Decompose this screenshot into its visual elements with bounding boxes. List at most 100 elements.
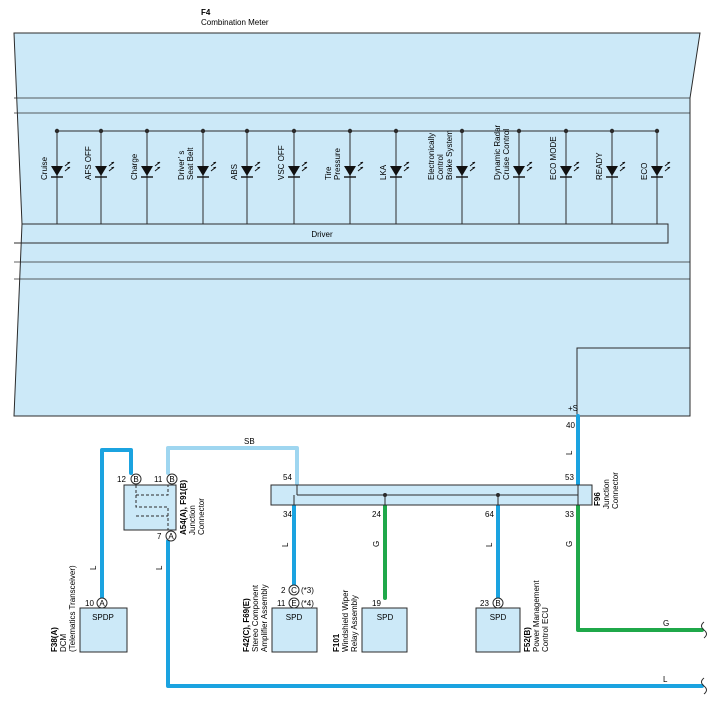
driver-label: Driver [311, 230, 333, 239]
dcm-conn-letter: A [99, 599, 105, 608]
junction-dot [496, 493, 500, 497]
indicator-label: AFS OFF [84, 146, 93, 180]
led-ray-head [406, 162, 409, 164]
dcm-signal: SPDP [92, 613, 114, 622]
wire-sb [166, 446, 299, 487]
f96-pin-b4: 33 [565, 510, 574, 519]
indicator-lamp: LKA [379, 128, 410, 224]
wire-color-l-out: L [663, 675, 668, 684]
connector-b-letter: B [133, 475, 138, 484]
led-icon [560, 166, 572, 176]
wire-color-l-pm: L [485, 542, 494, 547]
led-icon [95, 166, 107, 176]
connector-e-marker [288, 597, 300, 609]
a54-pin-12: 12 [117, 475, 126, 484]
pm-pin: 23 [480, 599, 489, 608]
wire-color-sb: SB [244, 437, 255, 446]
f96-pin-b3: 64 [485, 510, 494, 519]
wire-g-out [576, 503, 704, 632]
dcm-name-1: DCM [59, 633, 68, 652]
wire-color-l-stereo: L [281, 542, 290, 547]
stereo-pin-2: 2 [281, 586, 286, 595]
junction-a54-internal [135, 485, 169, 530]
meter-code: F4 [201, 8, 211, 17]
f96-name-2: Connector [611, 472, 620, 509]
connector-b-letter: B [169, 475, 174, 484]
pm-name-2: Control ECU [541, 607, 550, 652]
led-ray-head [67, 167, 70, 169]
indicator-label: VSC OFF [277, 145, 286, 180]
f96-pin-b1: 34 [283, 510, 292, 519]
dcm-name-2: (Telematics Transceiver) [68, 565, 77, 652]
stereo-pin-11: 11 [277, 599, 286, 608]
indicator-label: Electronically [427, 133, 436, 180]
wire-break-g [701, 621, 707, 639]
led-ray-head [472, 167, 475, 169]
connector-a-marker [96, 597, 108, 609]
wires [100, 414, 704, 688]
stereo-note-4: (*4) [301, 599, 314, 608]
wire-color-g-out: G [663, 619, 669, 628]
indicator-label: Tire [324, 166, 333, 180]
indicator-label: Driver’ s [177, 151, 186, 180]
f96-pin-b2: 24 [372, 510, 381, 519]
stereo-conn-c: C [291, 586, 297, 595]
stereo-name-1: Stereo Component [251, 584, 260, 652]
connector-a-marker [165, 530, 177, 542]
ecu-wiper-relay [361, 607, 408, 653]
connector-b-marker [130, 473, 142, 485]
led-ray-head [360, 167, 363, 169]
wiper-name-2: Relay Assembly [350, 595, 359, 652]
wiper-name-1: Windshield Wiper [341, 589, 350, 652]
a54-pin-11: 11 [154, 475, 163, 484]
wiper-signal: SPD [377, 613, 394, 622]
indicator-label: Control [436, 154, 445, 180]
indicator-label: Cruise Control [502, 129, 511, 180]
indicator-label: Dynamic Radar [493, 125, 502, 180]
led-ray-head [111, 167, 114, 169]
pm-signal: SPD [490, 613, 507, 622]
led-ray-head [257, 162, 260, 164]
led-ray-head [667, 162, 670, 164]
stereo-signal: SPD [286, 613, 303, 622]
led-icon [141, 166, 153, 176]
stereo-note-3: (*3) [301, 586, 314, 595]
led-ray-head [304, 162, 307, 164]
indicator-label: Seat Belt [186, 147, 195, 180]
indicator-label: Pressure [333, 147, 342, 180]
led-ray-head [157, 162, 160, 164]
a54-name-2: Connector [197, 498, 206, 535]
led-icon [51, 166, 63, 176]
indicator-label: READY [595, 152, 604, 180]
indicator-lamp: Charge [130, 128, 161, 224]
led-icon [456, 166, 468, 176]
f96-code: F96 [593, 492, 602, 506]
indicator-lamp: ECO MODE [549, 128, 580, 224]
led-ray-head [529, 162, 532, 164]
led-ray-head [157, 167, 160, 169]
wire-color-l-a54: L [155, 565, 164, 570]
wire-color-g-wiper: G [372, 541, 381, 547]
indicator-label: Cruise [40, 156, 49, 180]
dcm-pin: 10 [85, 599, 94, 608]
indicator-label: Charge [130, 153, 139, 180]
wiper-pin: 19 [372, 599, 381, 608]
led-icon [241, 166, 253, 176]
led-ray-head [360, 162, 363, 164]
wire-color-g-junction: G [565, 541, 574, 547]
meter-output-box [576, 347, 690, 416]
a54-name-1: Junction [188, 505, 197, 535]
led-ray-head [257, 167, 260, 169]
led-icon [513, 166, 525, 176]
a54-code: A54(A), F91(B) [179, 480, 188, 535]
connector-a-letter: A [168, 532, 174, 541]
wire-l-out [166, 539, 704, 688]
led-ray-head [406, 167, 409, 169]
wire-break-l [701, 677, 707, 695]
led-ray-head [622, 167, 625, 169]
led-icon [288, 166, 300, 176]
